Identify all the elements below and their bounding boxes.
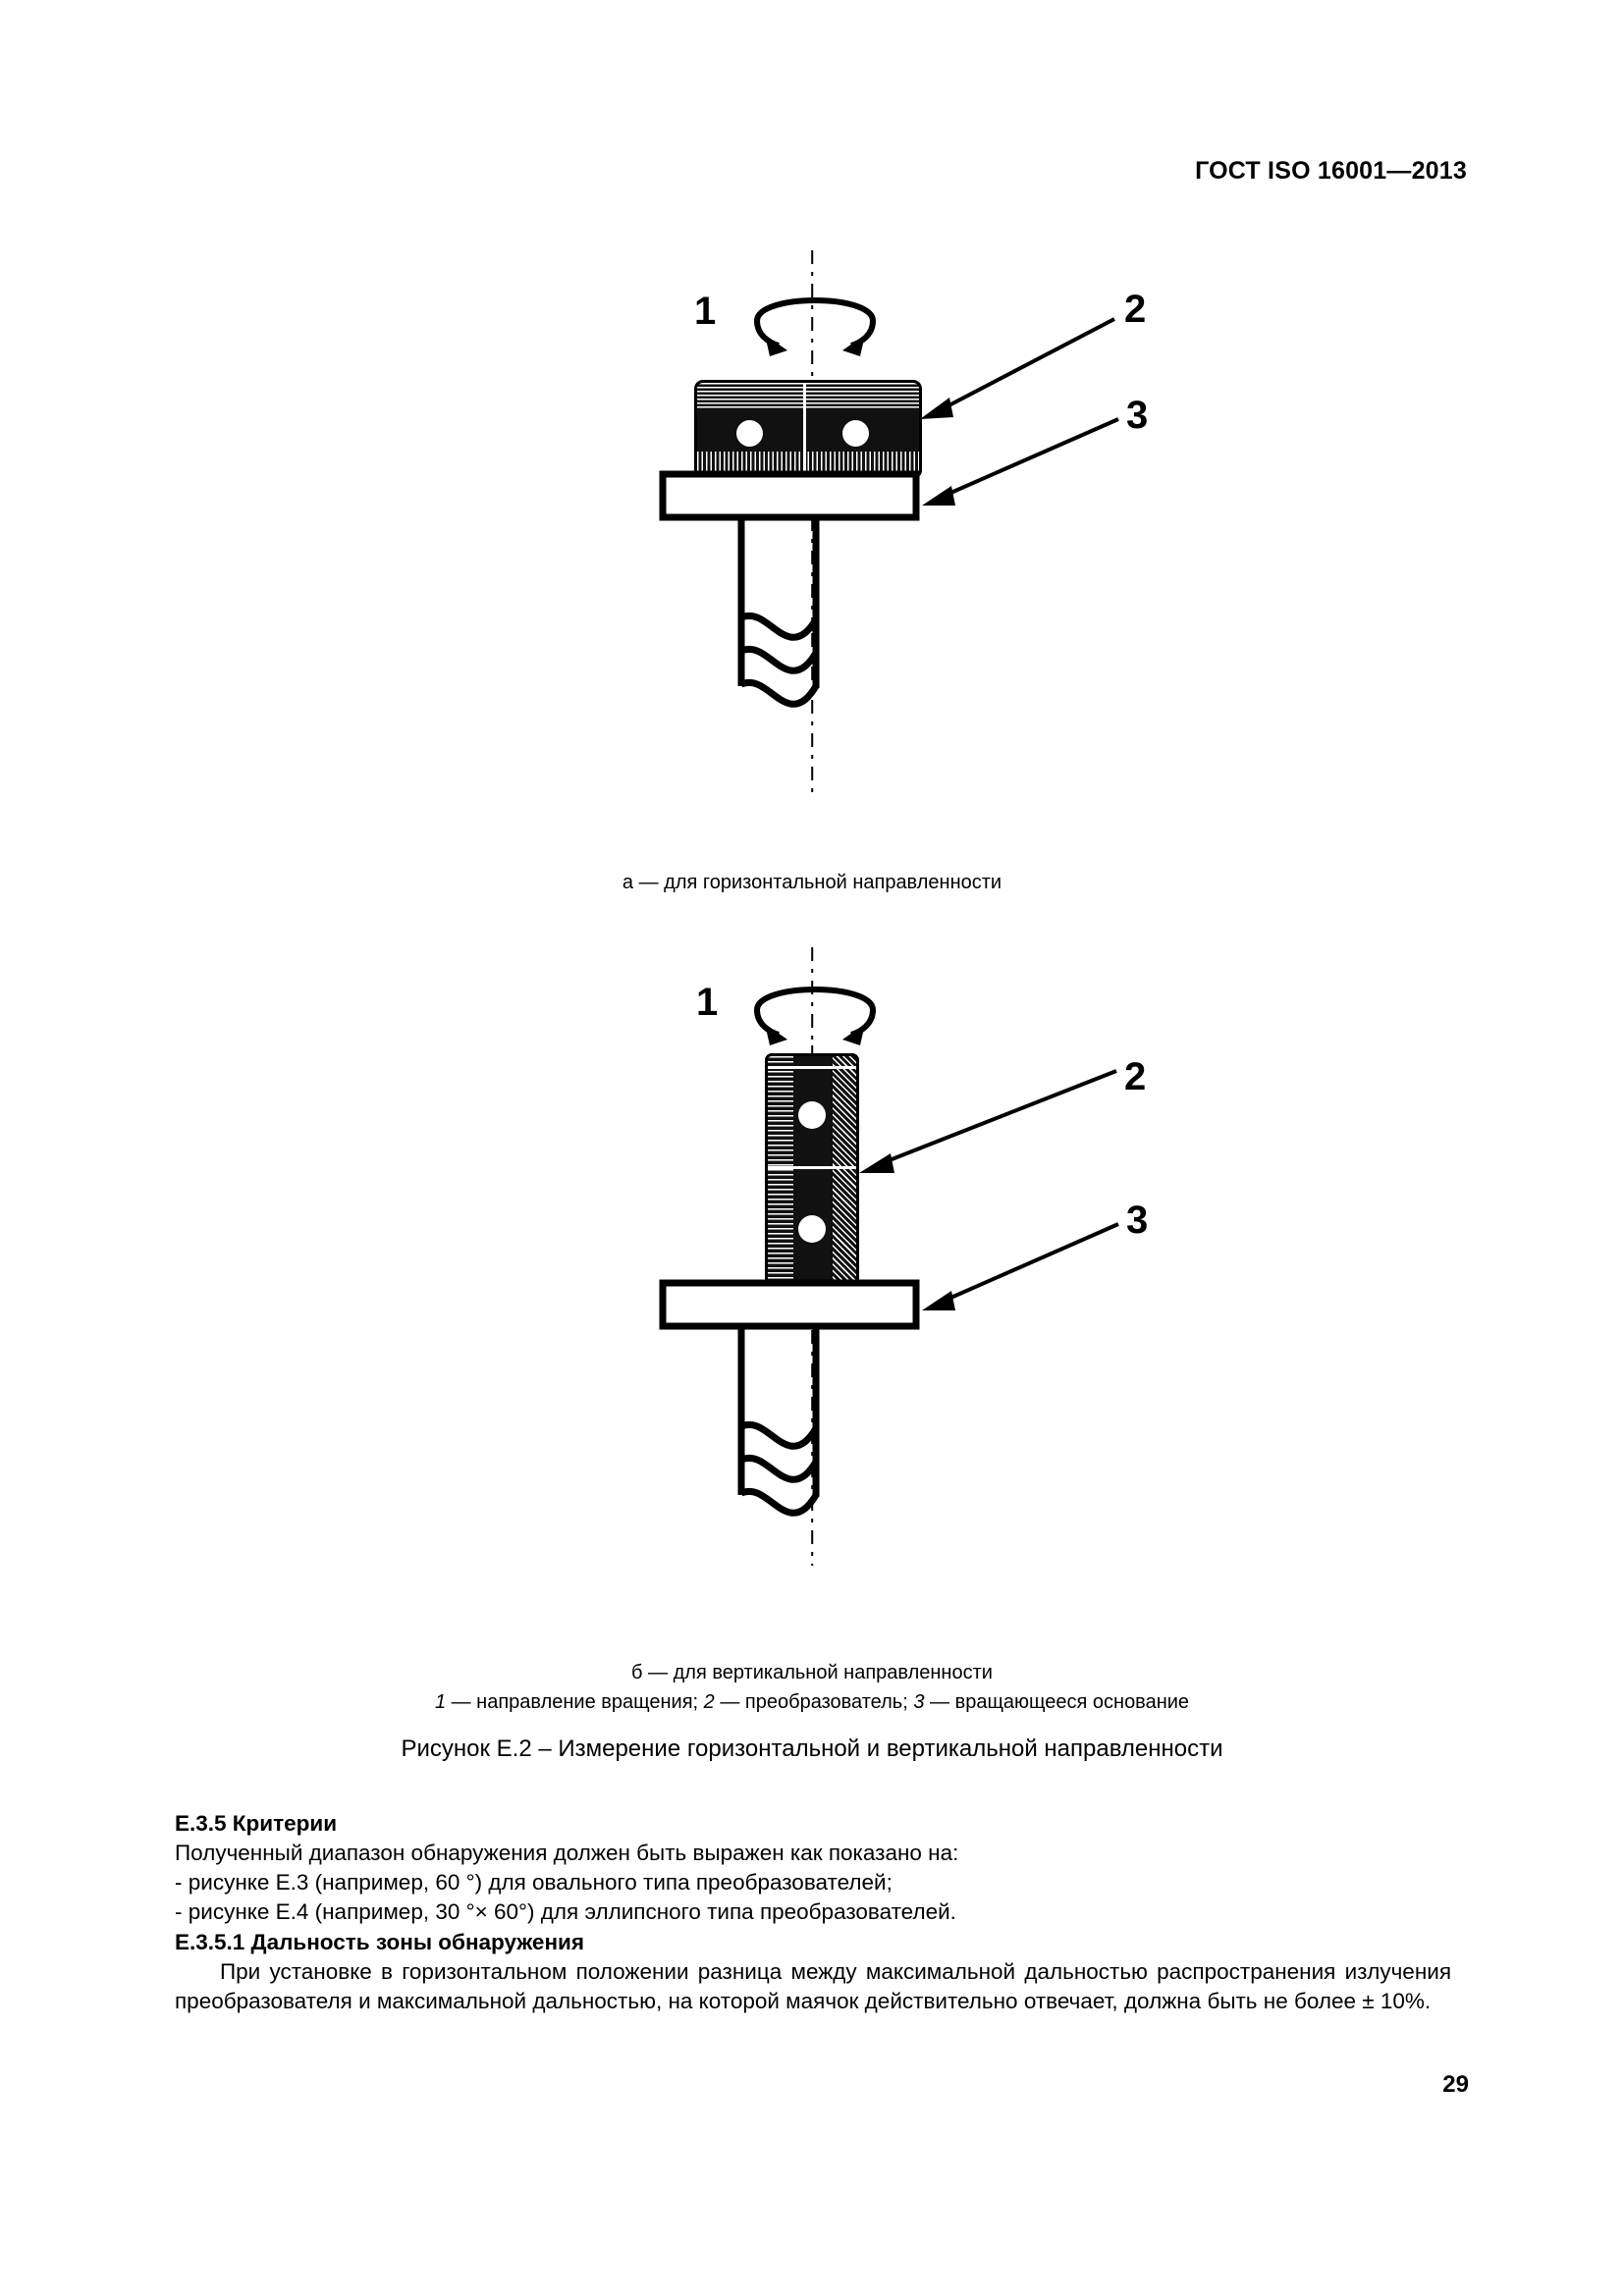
- callout-label-3: 3: [1126, 1199, 1149, 1242]
- callout-label-3: 3: [1126, 394, 1149, 437]
- hatch-left: [768, 1056, 793, 1284]
- page-header-standard-number: ГОСТ ISO 16001—2013: [1195, 157, 1467, 185]
- leader-line-2: [910, 309, 1136, 437]
- leader-line-2: [849, 1061, 1134, 1199]
- callout-label-1: 1: [694, 290, 717, 333]
- figure-e2-part-b: 1 2: [0, 947, 1624, 1713]
- figure-e2-part-a: 1 2: [0, 250, 1624, 893]
- caption-part-a: а — для горизонтальной направленности: [622, 872, 1002, 893]
- callout-label-2: 2: [1124, 288, 1147, 331]
- axis-line-top: [811, 947, 813, 1045]
- page-number: 29: [1442, 2071, 1469, 2098]
- body-split-line: [768, 1166, 856, 1169]
- axis-line-bottom: [811, 1330, 813, 1566]
- body-content: Е.3.5 Критерии Полученный диапазон обнар…: [175, 1809, 1451, 2016]
- legend-index-3: 3: [913, 1691, 925, 1713]
- paragraph-detection-range: Полученный диапазон обнаружения должен б…: [175, 1841, 959, 1866]
- legend-text-1: — направление вращения;: [446, 1691, 704, 1713]
- rotating-base-assembly: [659, 470, 953, 755]
- lens-opening-upper: [798, 1101, 826, 1129]
- legend-index-2: 2: [703, 1691, 715, 1713]
- hatch-right: [833, 1056, 856, 1284]
- axis-line-lower: [811, 633, 813, 798]
- diagram-vertical-orientation: 1 2: [557, 947, 1148, 1595]
- section-heading-detection-range: Е.3.5.1 Дальность зоны обнаружения: [175, 1929, 584, 1954]
- lens-opening-lower: [798, 1215, 826, 1243]
- diagram-horizontal-orientation: 1 2: [557, 250, 1148, 800]
- rotation-arrow-icon: [743, 278, 887, 362]
- body-top-line: [768, 1066, 856, 1069]
- callout-label-2: 2: [1124, 1055, 1147, 1098]
- figure-legend: 1 — направление вращения; 2 — преобразов…: [0, 1688, 1624, 1717]
- legend-text-2: — преобразователь;: [714, 1691, 914, 1713]
- caption-part-b: б — для вертикальной направленности: [631, 1662, 993, 1683]
- transducer-body-vertical: [765, 1053, 859, 1287]
- rotation-arrow-icon: [743, 967, 887, 1051]
- bullet-figure-e3: - рисунке Е.3 (например, 60 °) для оваль…: [175, 1870, 893, 1896]
- legend-index-1: 1: [434, 1691, 447, 1713]
- legend-text-3: — вращающееся основание: [924, 1691, 1190, 1713]
- bullet-figure-e4: - рисунке Е.4 (например, 30 °× 60°) для …: [175, 1899, 956, 1925]
- paragraph-horizontal-tolerance: При установке в горизонтальном положении…: [175, 1958, 1451, 2013]
- lens-opening-left: [736, 420, 763, 447]
- hatch-top: [697, 383, 919, 409]
- figure-title: Рисунок Е.2 – Измерение горизонтальной и…: [401, 1735, 1223, 1762]
- transducer-body-horizontal: [694, 380, 922, 479]
- body-split-line: [803, 383, 806, 476]
- rotating-base-assembly: [659, 1279, 953, 1574]
- section-heading-criteria: Е.3.5 Критерии: [175, 1811, 338, 1836]
- lens-opening-right: [842, 420, 869, 447]
- callout-label-1: 1: [696, 981, 719, 1024]
